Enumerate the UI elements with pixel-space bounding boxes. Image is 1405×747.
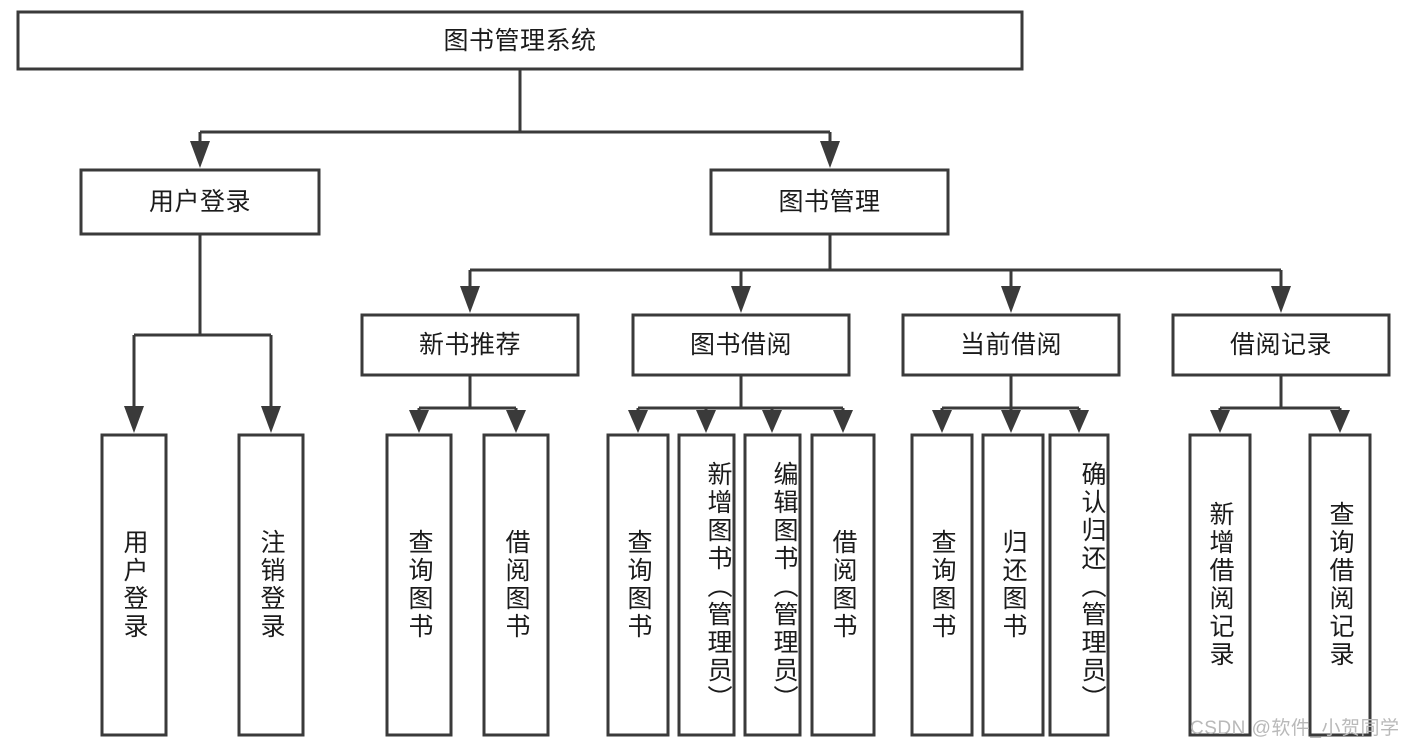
box-layer xyxy=(16,10,1391,737)
arrowhead-leaf-query-book-current xyxy=(932,410,952,433)
arrowhead-leaf-confirm-return xyxy=(1069,410,1089,433)
node-box-leaf-add-book[interactable] xyxy=(677,433,736,737)
arrowhead-leaf-user-login xyxy=(124,406,144,433)
arrowhead-current-borrow xyxy=(1001,286,1021,313)
node-box-leaf-user-logout[interactable] xyxy=(237,433,305,737)
arrowhead-leaf-user-logout xyxy=(261,406,281,433)
arrowhead-book-manage xyxy=(820,141,840,168)
node-box-leaf-query-book-borrow[interactable] xyxy=(606,433,670,737)
node-box-current-borrow[interactable] xyxy=(901,313,1121,377)
node-box-leaf-add-borrow-record[interactable] xyxy=(1188,433,1252,737)
node-box-leaf-query-book-recommend[interactable] xyxy=(385,433,453,737)
connector-layer xyxy=(124,69,1350,433)
arrowhead-leaf-return-book xyxy=(1001,410,1021,433)
arrowhead-leaf-query-book-recommend xyxy=(409,410,429,433)
node-box-leaf-user-login[interactable] xyxy=(100,433,168,737)
arrowhead-leaf-borrow-book xyxy=(833,410,853,433)
node-box-leaf-borrow-book-recommend[interactable] xyxy=(482,433,550,737)
arrowhead-leaf-add-borrow-record xyxy=(1210,410,1230,433)
arrowhead-book-borrow xyxy=(731,286,751,313)
node-box-leaf-confirm-return[interactable] xyxy=(1048,433,1110,737)
node-box-borrow-record[interactable] xyxy=(1171,313,1391,377)
node-box-leaf-query-book-current[interactable] xyxy=(910,433,974,737)
arrowhead-leaf-edit-book xyxy=(762,410,782,433)
node-box-leaf-return-book[interactable] xyxy=(981,433,1045,737)
node-box-book-manage[interactable] xyxy=(709,168,950,236)
arrowhead-user-login xyxy=(190,141,210,168)
arrowhead-leaf-borrow-book-recommend xyxy=(506,410,526,433)
node-box-root[interactable] xyxy=(16,10,1024,71)
arrowhead-borrow-record xyxy=(1271,286,1291,313)
node-box-leaf-query-borrow-record[interactable] xyxy=(1308,433,1372,737)
node-box-book-borrow[interactable] xyxy=(631,313,851,377)
arrowhead-leaf-add-book xyxy=(696,410,716,433)
node-box-new-book-recommend[interactable] xyxy=(360,313,580,377)
node-box-leaf-edit-book[interactable] xyxy=(743,433,802,737)
watermark-text: CSDN @软件_小贺同学 xyxy=(1190,718,1400,739)
arrowhead-leaf-query-book-borrow xyxy=(628,410,648,433)
node-box-user-login[interactable] xyxy=(79,168,321,236)
node-box-leaf-borrow-book[interactable] xyxy=(810,433,876,737)
arrowhead-leaf-query-borrow-record xyxy=(1330,410,1350,433)
arrowhead-new-book-recommend xyxy=(460,286,480,313)
